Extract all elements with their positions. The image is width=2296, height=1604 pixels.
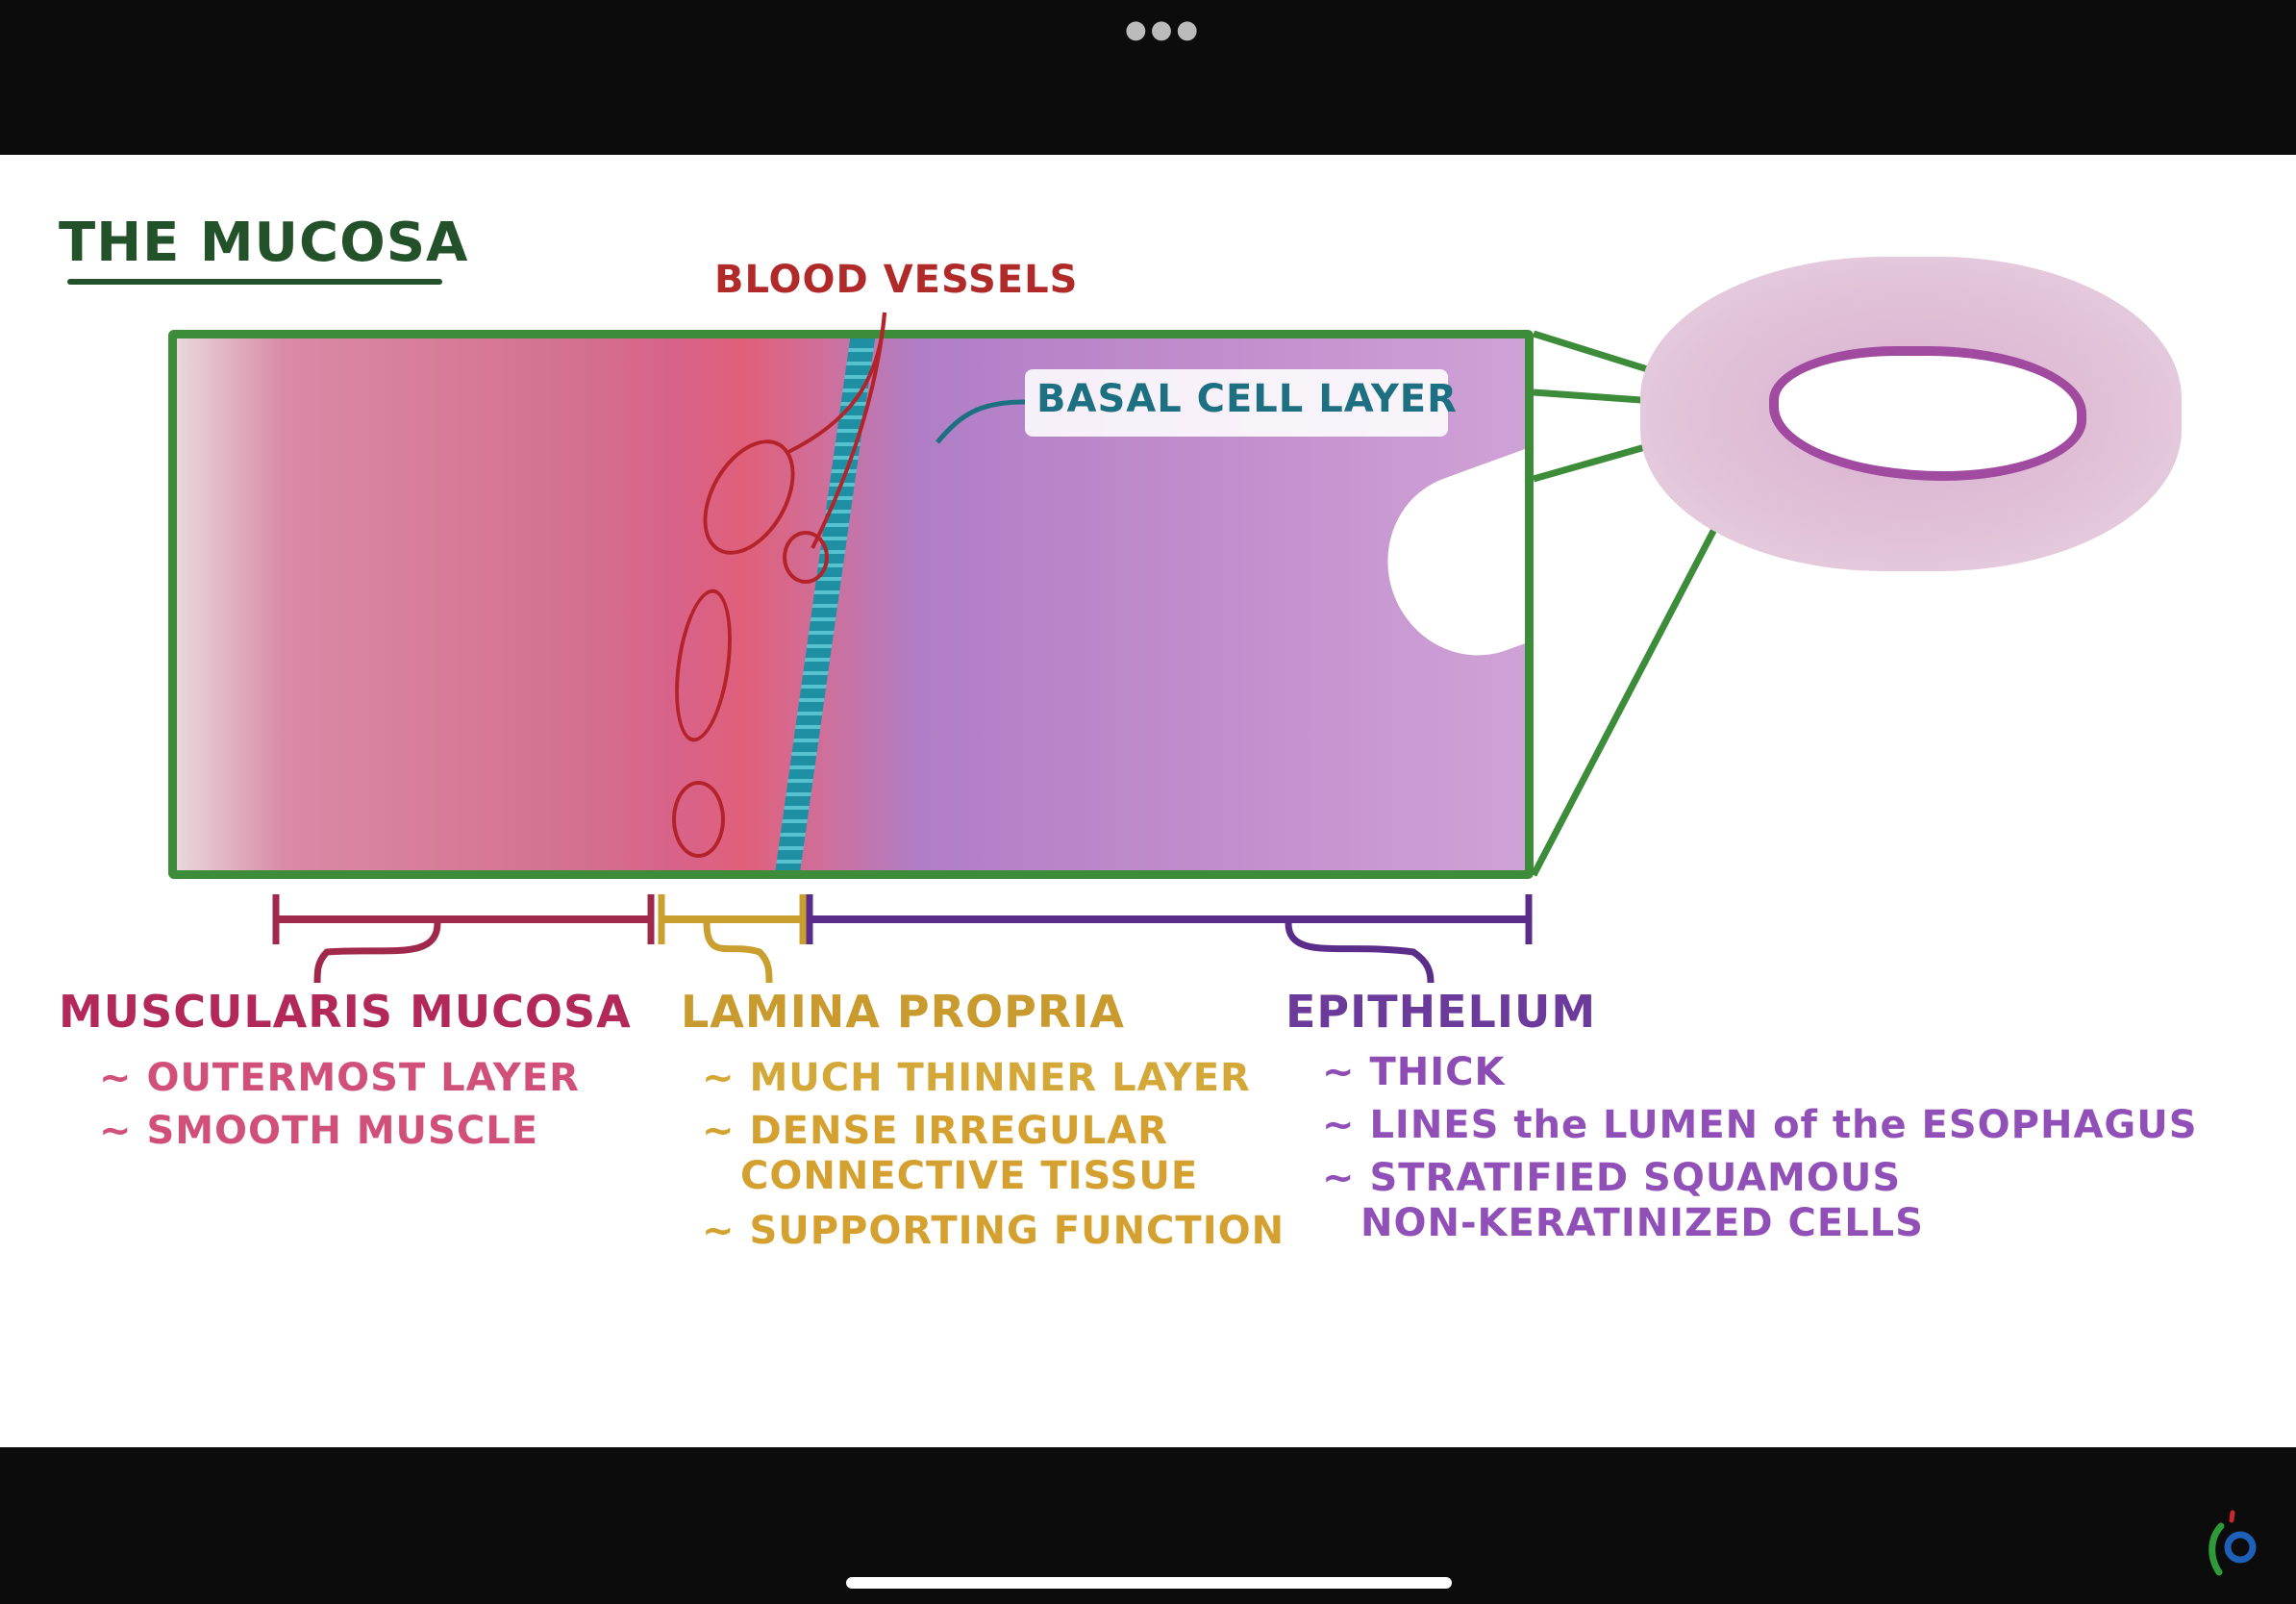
muscularis-mucosa-heading: MUSCULARIS MUCOSA xyxy=(59,986,632,1038)
epithelium-bracket xyxy=(806,894,1533,984)
muscularis-item: ~ SMOOTH MUSCLE xyxy=(99,1109,539,1153)
app-logo-icon[interactable] xyxy=(2202,1505,2269,1582)
lamina-bracket xyxy=(658,894,807,984)
lamina-item: ~ SUPPORTING FUNCTION xyxy=(702,1209,1285,1253)
epithelium-item: ~ THICK xyxy=(1322,1050,1506,1094)
blood-vessel-outline xyxy=(672,781,725,858)
epithelium-item: ~ LINES the LUMEN of the ESOPHAGUS xyxy=(1322,1103,2198,1147)
muscularis-bracket xyxy=(272,894,655,984)
basal-cell-label-box xyxy=(1025,369,1448,437)
lamina-propria-heading: LAMINA PROPRIA xyxy=(681,986,1126,1038)
blood-vessel-outline xyxy=(783,531,829,584)
home-indicator[interactable] xyxy=(846,1577,1452,1589)
muscularis-item: ~ OUTERMOST LAYER xyxy=(99,1056,580,1100)
epithelium-item: NON-KERATINIZED CELLS xyxy=(1360,1201,1924,1245)
title-underline xyxy=(67,279,442,285)
more-dots-icon[interactable]: ●●● xyxy=(1125,15,1203,44)
epithelium-heading: EPITHELIUM xyxy=(1285,986,1597,1038)
slide-title: THE MUCOSA xyxy=(59,212,469,274)
lamina-item: ~ DENSE IRREGULAR xyxy=(702,1109,1168,1153)
thumbnail-lumen xyxy=(1769,346,2086,481)
lamina-item: CONNECTIVE TISSUE xyxy=(740,1154,1199,1198)
blood-vessels-label: BLOOD VESSELS xyxy=(714,258,1079,302)
lamina-item: ~ MUCH THINNER LAYER xyxy=(702,1056,1251,1100)
basal-cell-layer-label: BASAL CELL LAYER xyxy=(1036,377,1458,421)
epithelium-item: ~ STRATIFIED SQUAMOUS xyxy=(1322,1156,1902,1200)
